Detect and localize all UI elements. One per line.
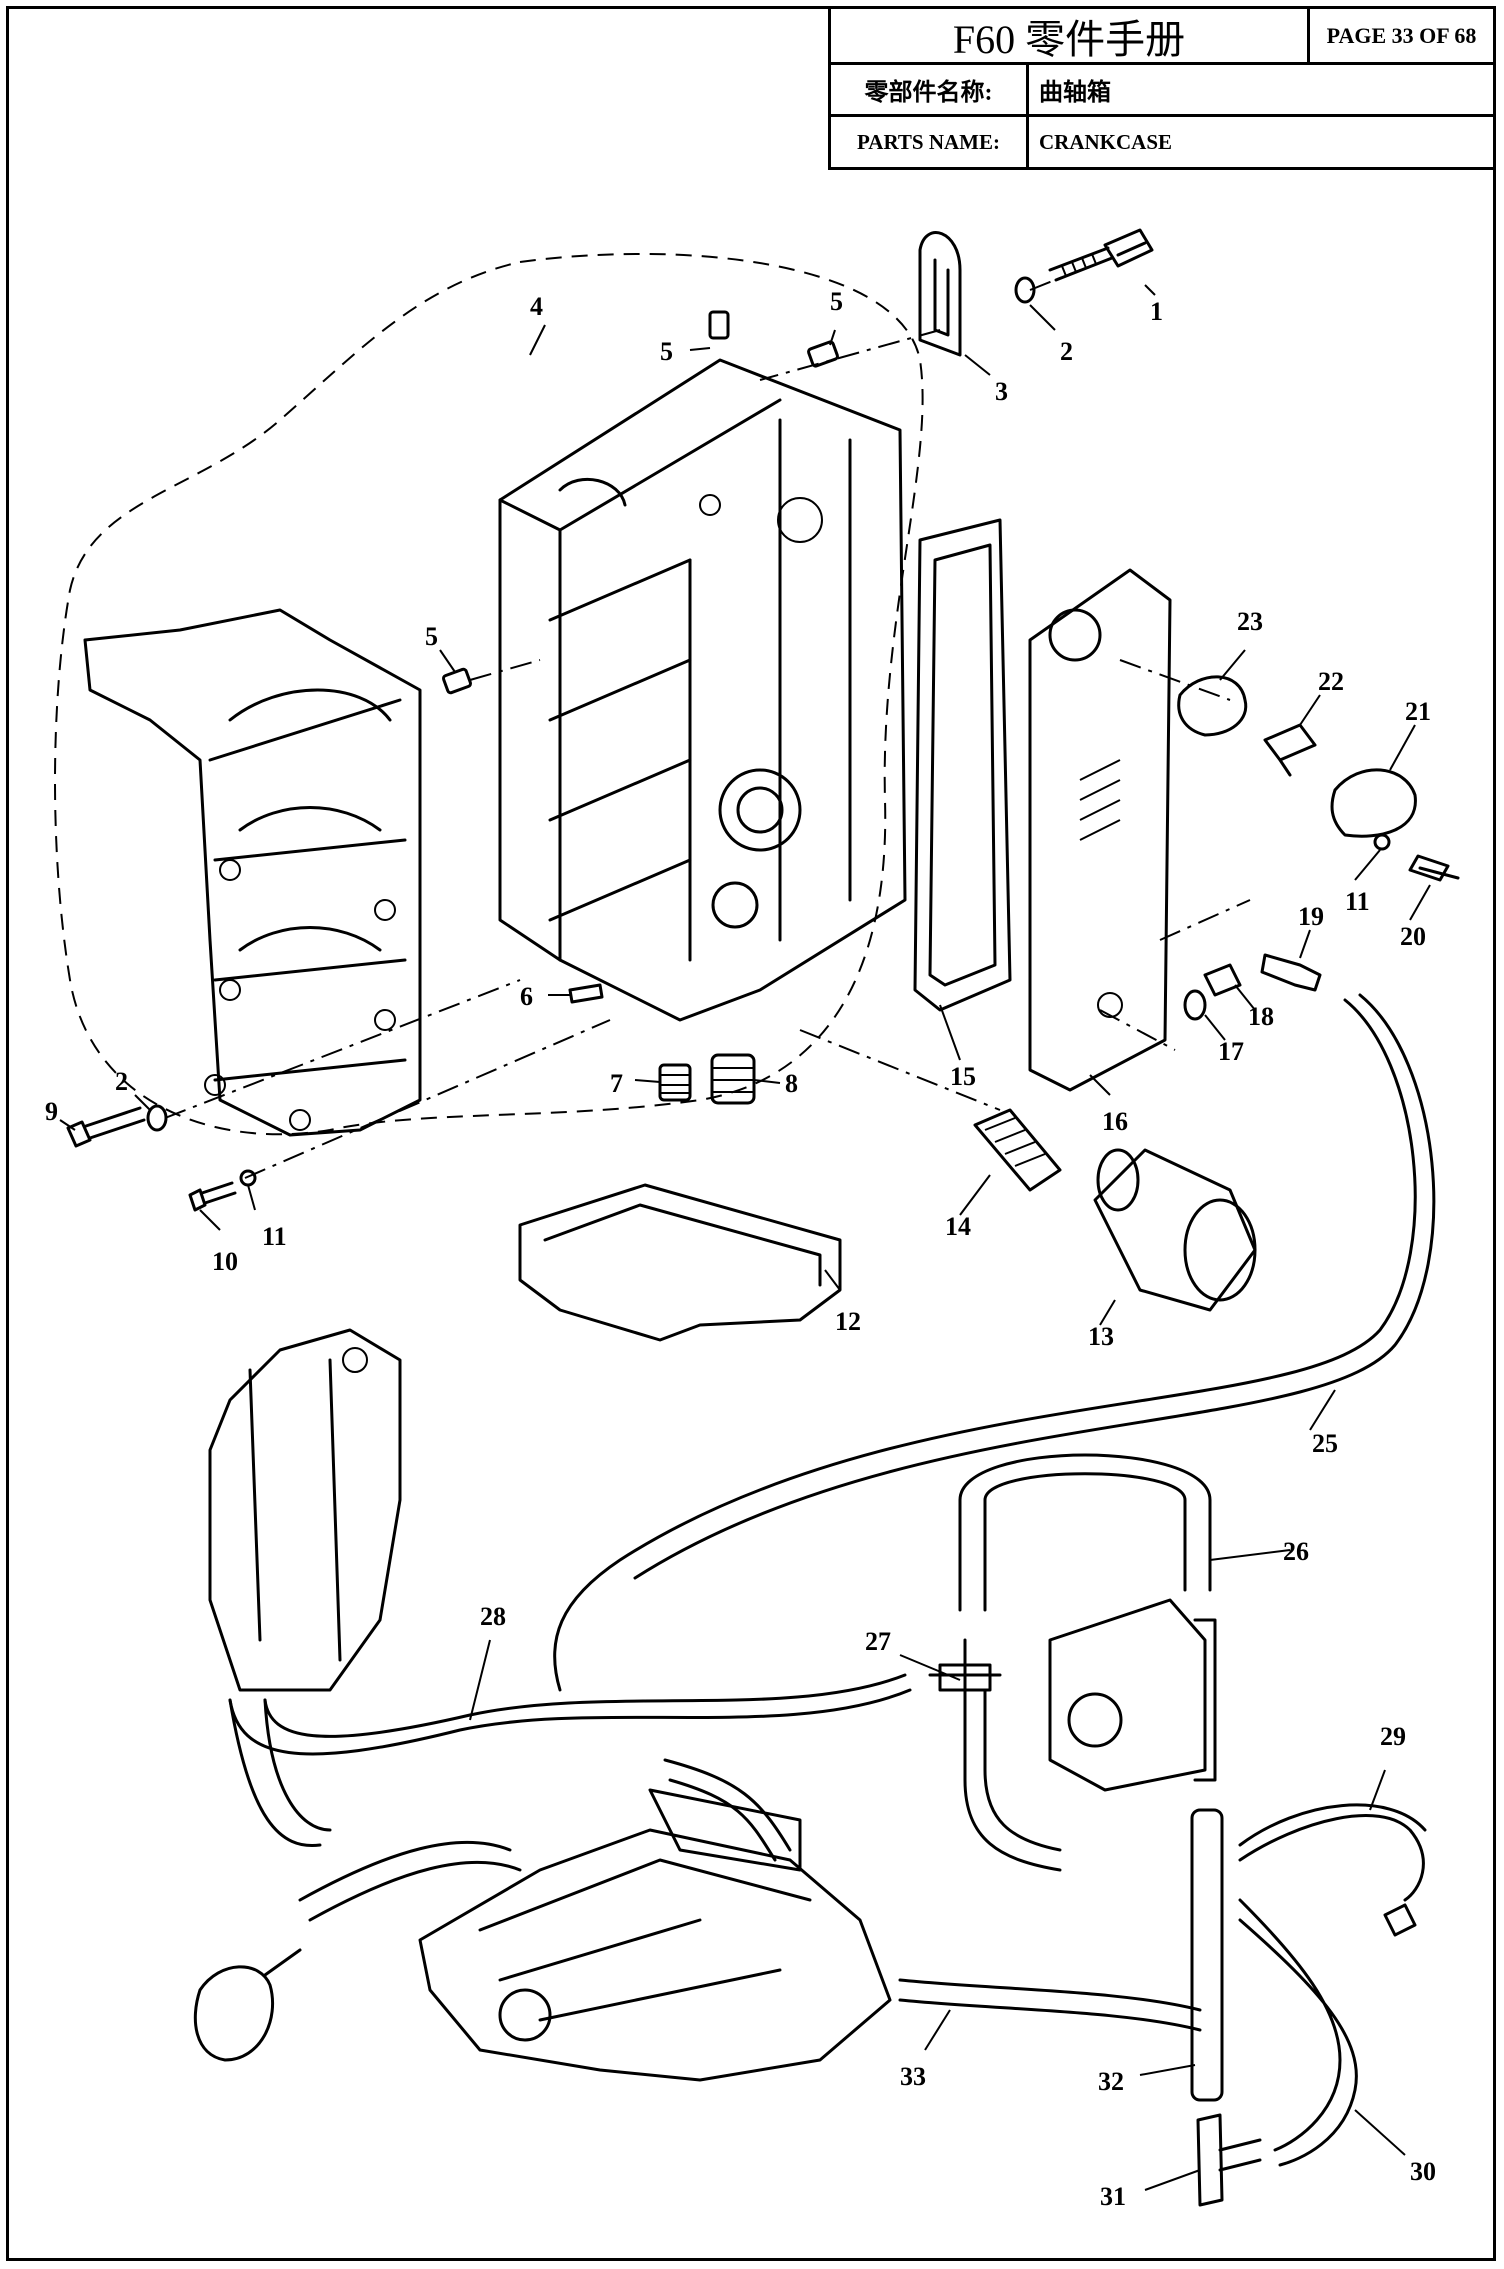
part-t-fitting-27 <box>928 1638 1002 1707</box>
part-bolt-20 <box>1408 854 1460 882</box>
page-number: PAGE 33 OF 68 <box>1310 9 1493 65</box>
part-washer-2b <box>146 1104 168 1132</box>
hose-loop <box>963 1688 1062 1872</box>
part-oil-filter-13 <box>1093 1148 1257 1312</box>
hose-28 <box>228 1673 912 1756</box>
part-washer-2 <box>1014 276 1036 304</box>
callout-20: 20 <box>1400 922 1426 951</box>
part-plug-5c <box>441 667 473 695</box>
hose-28-b <box>228 1698 332 1848</box>
part-fitting-29 <box>1383 1903 1417 1937</box>
part-thermostat-cover-21 <box>1330 768 1417 838</box>
callout-18: 18 <box>1248 1002 1274 1031</box>
part-name-label-cn: 零部件名称: <box>831 65 1029 117</box>
part-fuel-pump <box>1048 1598 1217 1792</box>
part-crankcase-left-half <box>83 608 422 1137</box>
part-thermostat-22 <box>1263 723 1317 777</box>
part-bolt-1 <box>1048 228 1154 282</box>
callout-32: 32 <box>1098 2067 1124 2096</box>
hose-30 <box>1238 1898 1358 2167</box>
part-cover-16 <box>1028 568 1172 1092</box>
callout-26: 26 <box>1283 1537 1309 1566</box>
callout-23: 23 <box>1237 607 1263 636</box>
callout-17: 17 <box>1218 1037 1244 1066</box>
part-pickup <box>193 1948 302 2062</box>
callout-7: 7 <box>610 1069 623 1098</box>
part-gasket-12 <box>518 1183 842 1342</box>
callout-5c: 5 <box>425 622 438 651</box>
callout-29: 29 <box>1380 1722 1406 1751</box>
hose-26 <box>958 1453 1212 1612</box>
part-spring-14 <box>973 1108 1062 1192</box>
part-bolt-9 <box>66 1106 146 1148</box>
callout-6: 6 <box>520 982 533 1011</box>
assembly-boundary <box>54 252 924 1136</box>
callout-labels: 1 2 3 4 5 5 5 6 7 8 9 2 10 11 12 13 14 1… <box>45 287 1436 2211</box>
part-gasket-15 <box>913 518 1012 1012</box>
part-plug-5b <box>807 340 839 368</box>
callout-11b: 11 <box>1345 887 1370 916</box>
callout-19: 19 <box>1298 902 1324 931</box>
part-washer-11b <box>1373 833 1391 851</box>
title-block: F60 零件手册 PAGE 33 OF 68 零部件名称: 曲轴箱 PARTS … <box>828 6 1496 170</box>
part-spring-7 <box>658 1063 692 1102</box>
hose-29 <box>1238 1803 1427 1902</box>
page-frame <box>6 6 1496 2261</box>
callout-2b: 2 <box>115 1067 128 1096</box>
part-spring-8 <box>710 1053 756 1105</box>
callout-27: 27 <box>865 1627 891 1656</box>
part-name-value-cn: 曲轴箱 <box>1029 65 1493 117</box>
callout-1: 1 <box>1150 297 1163 326</box>
callout-3: 3 <box>995 377 1008 406</box>
hose-25-b <box>633 993 1436 1580</box>
callout-22: 22 <box>1318 667 1344 696</box>
callout-28: 28 <box>480 1602 506 1631</box>
part-washer-11 <box>239 1169 257 1187</box>
part-bracket-3 <box>918 231 962 357</box>
hose-return <box>663 1758 792 1862</box>
callout-8: 8 <box>785 1069 798 1098</box>
callout-13: 13 <box>1088 1322 1114 1351</box>
callout-16: 16 <box>1102 1107 1128 1136</box>
callout-10: 10 <box>212 1247 238 1276</box>
part-dowel-6 <box>568 983 604 1004</box>
part-name-value-en: CRANKCASE <box>1039 129 1173 154</box>
callout-33: 33 <box>900 2062 926 2091</box>
callout-21: 21 <box>1405 697 1431 726</box>
callout-31: 31 <box>1100 2182 1126 2211</box>
callout-4: 4 <box>530 292 543 321</box>
callout-12: 12 <box>835 1307 861 1336</box>
hose-left <box>298 1840 522 1922</box>
part-plug-5a <box>708 310 730 340</box>
part-gasket-23 <box>1177 675 1248 737</box>
part-plug-18 <box>1203 963 1242 997</box>
callout-2: 2 <box>1060 337 1073 366</box>
part-fitting-19 <box>1260 953 1322 992</box>
callout-11: 11 <box>262 1222 287 1251</box>
callout-5b: 5 <box>830 287 843 316</box>
part-crankcase-block <box>498 358 907 1022</box>
callout-14: 14 <box>945 1212 971 1241</box>
hose-25 <box>553 998 1417 1692</box>
part-bolt-10 <box>188 1181 237 1212</box>
part-pipe-32 <box>1190 1808 1224 2102</box>
callout-15: 15 <box>950 1062 976 1091</box>
callout-5a: 5 <box>660 337 673 366</box>
part-vapor-separator <box>208 1328 402 1692</box>
callout-30: 30 <box>1410 2157 1436 2186</box>
leader-lines <box>59 284 1431 2191</box>
hose-33 <box>898 1978 1202 2032</box>
callout-25: 25 <box>1312 1429 1338 1458</box>
callout-9: 9 <box>45 1097 58 1126</box>
part-t-fitting-31 <box>1196 2113 1262 2207</box>
part-adapter-plate <box>418 1788 892 2082</box>
manual-title: F60 零件手册 <box>831 9 1310 65</box>
part-name-label-en: PARTS NAME: <box>831 117 1029 167</box>
part-washer-17 <box>1183 989 1207 1021</box>
